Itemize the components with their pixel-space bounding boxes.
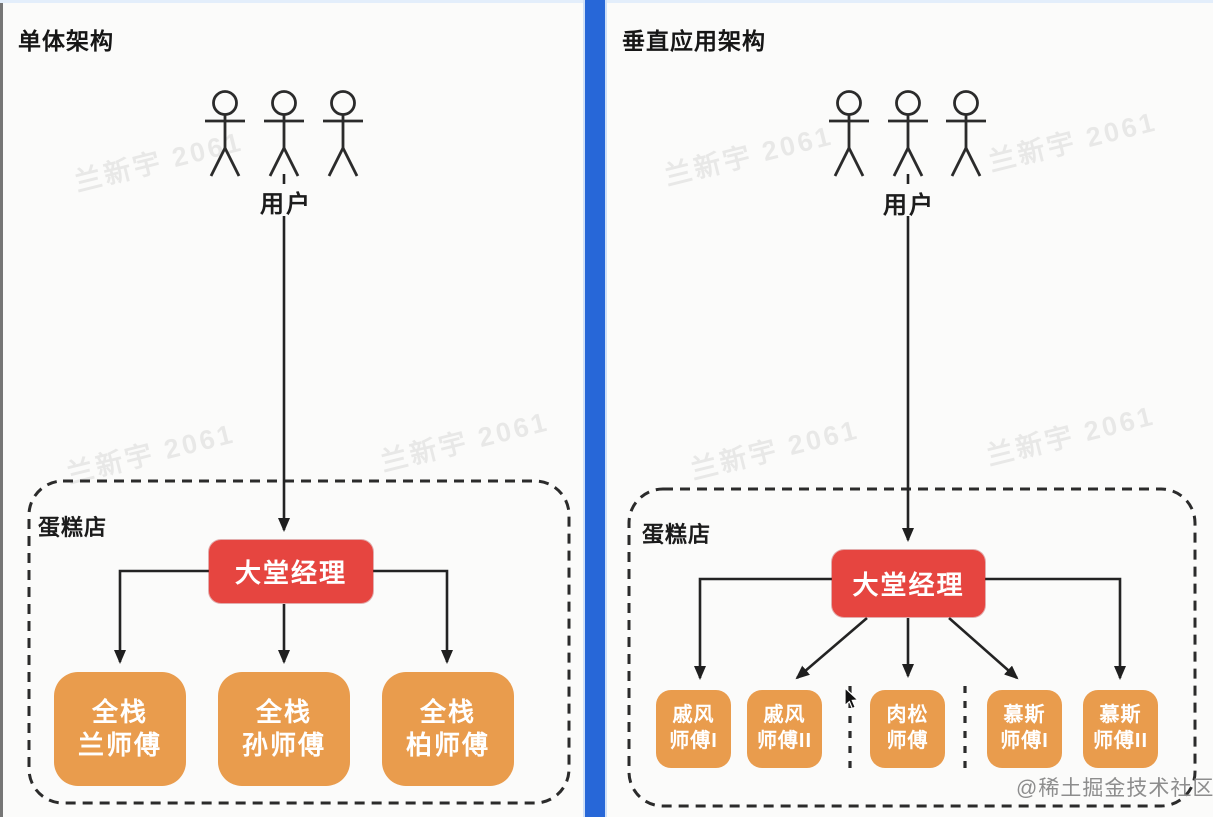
worker-label: 师傅II — [756, 730, 813, 752]
left-panel-arrows — [114, 174, 453, 664]
worker-label: 全栈 — [91, 696, 148, 727]
right-panel-arrows — [694, 174, 1126, 680]
worker-box-musi-2: 慕斯 师傅II — [1083, 690, 1158, 768]
worker-label: 慕斯 — [1003, 704, 1046, 727]
left-panel-title: 单体架构 — [18, 28, 114, 54]
left-cakeshop-container — [27, 479, 571, 805]
panel-divider — [583, 0, 607, 817]
worker-box-fullstack-sun: 全栈 孙师傅 — [218, 672, 350, 786]
community-watermark: @稀土掘金技术社区 — [1016, 777, 1213, 800]
worker-label: 全栈 — [419, 696, 476, 727]
right-panel-title: 垂直应用架构 — [622, 28, 766, 54]
worker-label: 兰师傅 — [77, 730, 162, 760]
left-cakeshop-label: 蛋糕店 — [38, 515, 108, 540]
user-stick-figure-icon — [829, 90, 986, 177]
worker-label: 师傅I — [669, 730, 718, 752]
worker-box-fullstack-lan: 全栈 兰师傅 — [54, 672, 186, 786]
worker-label: 全栈 — [255, 696, 312, 727]
worker-label: 孙师傅 — [241, 730, 326, 760]
mouse-cursor — [844, 687, 860, 710]
right-users-label: 用户 — [883, 192, 935, 219]
worker-label: 戚风 — [763, 704, 806, 727]
worker-label: 肉松 — [886, 704, 929, 727]
worker-box-qifeng-1: 戚风 师傅I — [656, 690, 731, 768]
user-stick-figure-icon — [205, 90, 363, 177]
screen-left-edge — [0, 0, 3, 817]
worker-label: 戚风 — [672, 704, 715, 727]
right-manager-node: 大堂经理 — [832, 550, 985, 617]
worker-label: 师傅II — [1092, 730, 1149, 752]
worker-box-rousong: 肉松 师傅 — [870, 690, 945, 768]
left-manager-node: 大堂经理 — [209, 540, 373, 603]
worker-box-qifeng-2: 戚风 师傅II — [747, 690, 822, 768]
worker-box-musi-1: 慕斯 师傅I — [987, 690, 1062, 768]
worker-label: 师傅I — [1000, 730, 1049, 752]
worker-box-fullstack-bai: 全栈 柏师傅 — [382, 672, 514, 786]
left-users-label: 用户 — [260, 191, 312, 218]
right-cakeshop-label: 蛋糕店 — [642, 522, 712, 547]
worker-label: 师傅 — [886, 730, 929, 752]
worker-label: 柏师傅 — [405, 730, 490, 760]
worker-label: 慕斯 — [1099, 704, 1142, 727]
